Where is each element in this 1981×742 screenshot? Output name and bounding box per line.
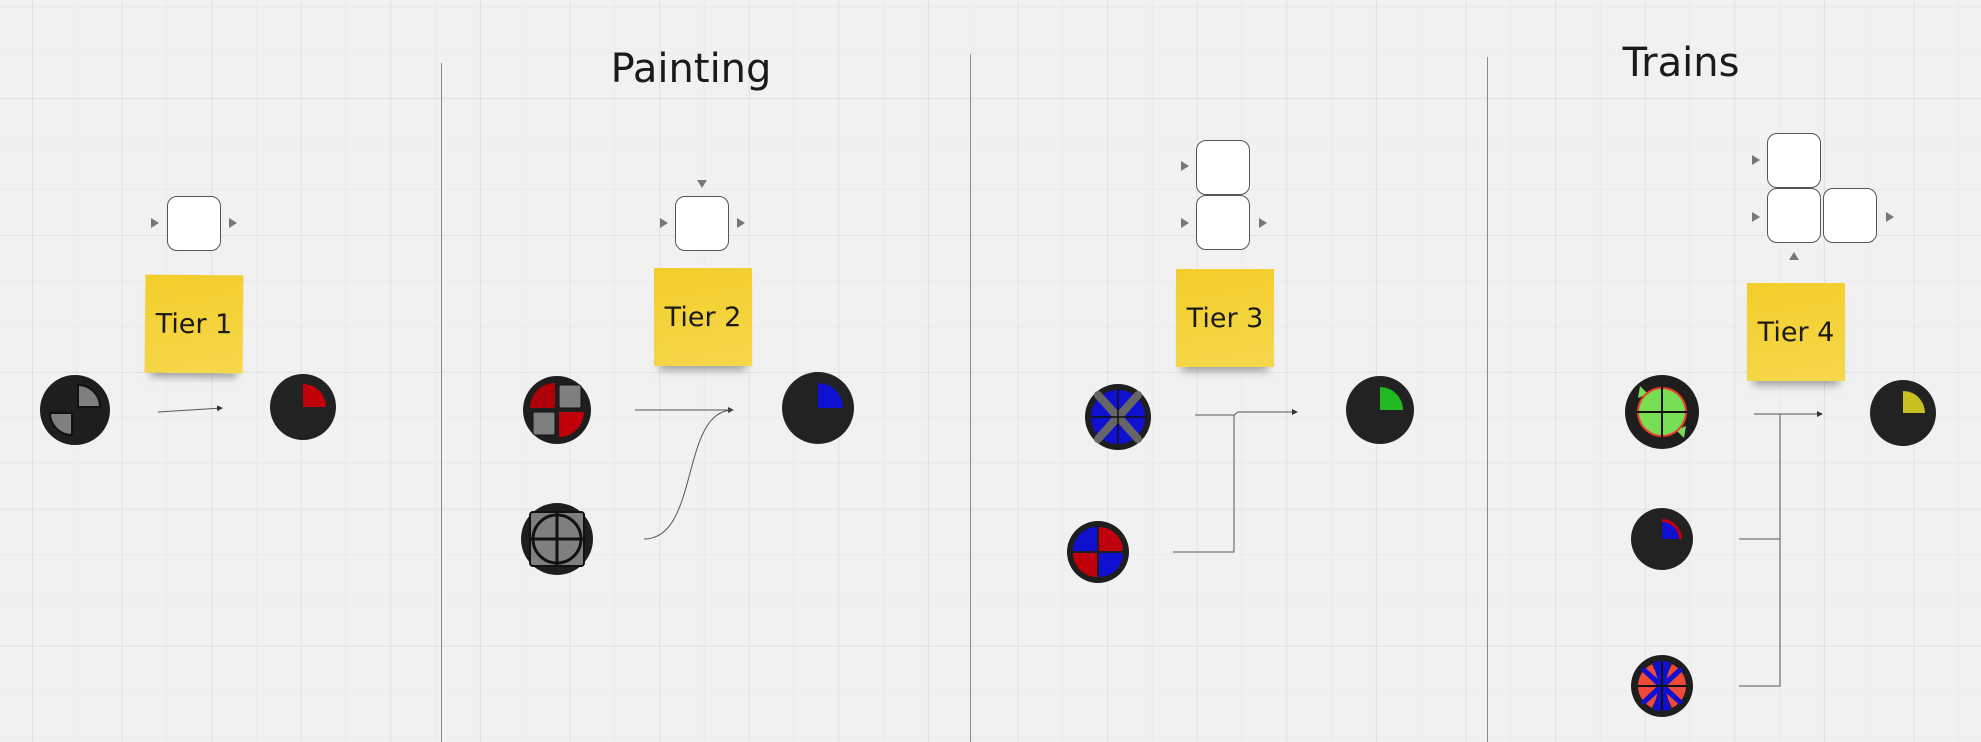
sticky-note-tier-2[interactable]: Tier 2 [654,268,752,366]
green-quarter-shape-icon[interactable] [1345,375,1415,445]
connector-arrow [1739,414,1781,687]
input-arrow-icon [151,218,159,228]
connector-arrow [1173,415,1235,553]
connector-arrow [1739,414,1781,540]
output-arrow-icon [1259,218,1267,228]
section-title-painting: Painting [610,46,772,92]
shape-slot [1823,188,1877,243]
input-arrow-icon [1752,212,1760,222]
section-title-trains: Trains [1622,40,1740,86]
input-arrow-icon [1752,155,1760,165]
input-arrow-icon [1789,252,1799,260]
input-arrow-icon [1181,161,1189,171]
connector-arrow [157,405,223,413]
output-arrow-icon [737,218,745,228]
green-circle-shape-icon[interactable] [1624,374,1700,450]
red-gray-checker-shape-icon[interactable] [522,375,592,445]
blue-red-quarter-shape-icon[interactable] [1630,507,1694,571]
blue-quarter-shape-icon[interactable] [781,371,855,445]
output-arrow-icon [229,218,237,228]
section-divider [970,54,971,742]
yellow-quarter-shape-icon[interactable] [1869,379,1937,447]
input-arrow-icon [1181,218,1189,228]
shape-slot [1767,133,1821,188]
sticky-note-tier-3[interactable]: Tier 3 [1176,269,1274,367]
shape-slot [1196,140,1250,195]
input-arrow-icon [660,218,668,228]
red-quarter-shape-icon[interactable] [269,373,337,441]
shape-slot [675,196,729,251]
connector-arrow [643,409,734,540]
section-divider [441,63,442,742]
sticky-label: Tier 4 [1757,316,1835,348]
blue-gray-star-shape-icon[interactable] [1084,383,1152,451]
shape-slot [167,196,221,251]
gray-ring-shape-icon[interactable] [520,502,594,576]
input-arrow-icon [697,180,707,188]
output-arrow-icon [1886,212,1894,222]
gray-quarters-shape-icon[interactable] [39,374,111,446]
blue-red-checker-shape-icon[interactable] [1066,520,1130,584]
sticky-label: Tier 3 [1186,302,1264,334]
shape-slot [1767,188,1821,243]
coral-blue-star-shape-icon[interactable] [1630,654,1694,718]
sticky-note-tier-4[interactable]: Tier 4 [1747,283,1845,381]
section-divider [1487,57,1488,742]
shape-slot [1196,195,1250,250]
connector-arrow [1195,409,1298,416]
sticky-label: Tier 2 [664,301,742,333]
